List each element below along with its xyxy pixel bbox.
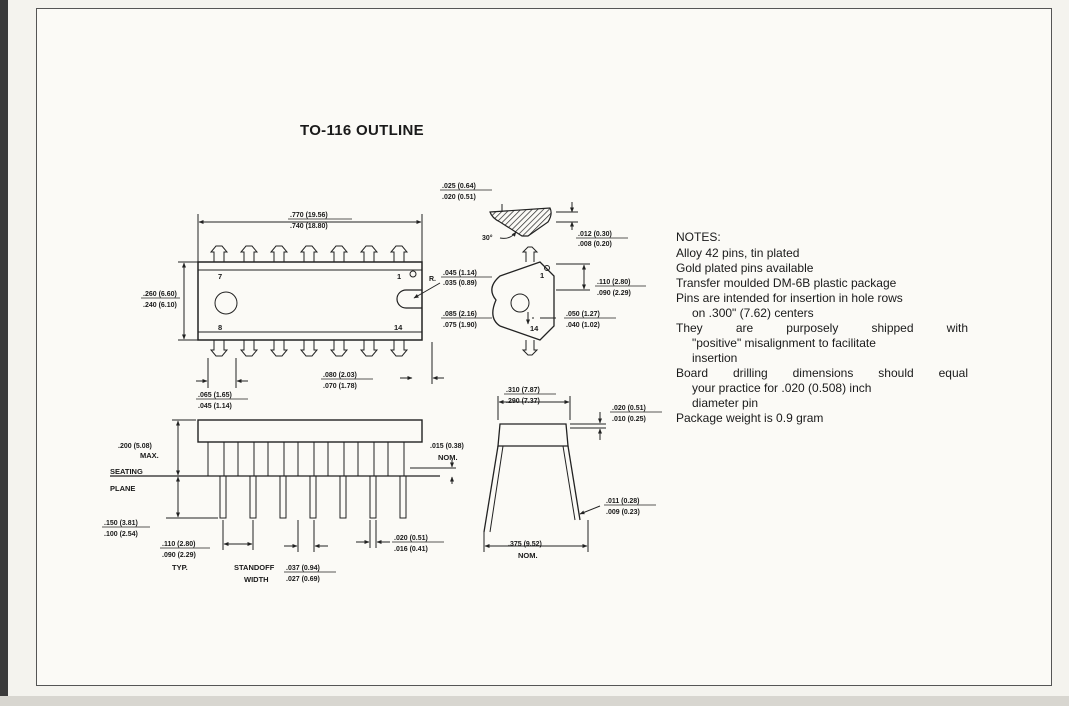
side-leads <box>204 441 407 519</box>
side-view <box>110 419 456 552</box>
dim-lead-150: .150 (3.81) <box>104 520 138 527</box>
radius-label: R. <box>429 276 436 283</box>
dim-standoff-015: .015 (0.38) <box>430 443 464 450</box>
dim-lead-100: .100 (2.54) <box>104 531 138 538</box>
dim-end-375: .375 (9.52) <box>508 541 542 548</box>
plane-label: PLANE <box>110 484 135 493</box>
page-bottom-shadow <box>0 696 1069 706</box>
dim-end-070: .070 (1.78) <box>323 383 357 390</box>
note-line: Package weight is 0.9 gram <box>676 411 824 425</box>
note-line: "positive" misalignment to facilitate <box>692 336 876 350</box>
note-line: Pins are intended for insertion in hole … <box>676 291 903 305</box>
note-line: diameter pin <box>692 396 759 410</box>
dim-pitch-110: .110 (2.80) <box>162 541 195 548</box>
dim-end-009: .009 (0.23) <box>606 509 640 516</box>
dim-085: .085 (2.16) <box>443 311 477 318</box>
dim-008: .008 (0.20) <box>578 241 612 248</box>
drawing-title: TO-116 OUTLINE <box>300 122 424 139</box>
bottom-pins <box>209 340 409 357</box>
dim-lw-016: .016 (0.41) <box>394 546 428 553</box>
page-edge-shadow <box>0 0 8 706</box>
note-line: Transfer moulded DM-6B plastic package <box>676 276 897 290</box>
dim-end-080: .080 (2.03) <box>323 372 357 379</box>
end-pin-1-label: 1 <box>540 271 544 280</box>
end-view-bottom <box>483 396 606 552</box>
note-line: Board drilling dimensions should equal <box>676 366 968 380</box>
dim-ew-290: .290 (7.37) <box>506 398 540 405</box>
end-view-top <box>491 246 590 356</box>
dim-pitch-090: .090 (2.29) <box>162 552 196 559</box>
pin1-dot <box>409 270 417 278</box>
dim-sw-037: .037 (0.94) <box>286 565 320 572</box>
pin-8-label: 8 <box>218 323 222 332</box>
note-line: on .300" (7.62) centers <box>692 306 814 320</box>
dim-pin-065: .065 (1.65) <box>198 392 232 399</box>
pin-7-label: 7 <box>218 272 222 281</box>
top-view-body <box>197 261 423 341</box>
drawing-frame <box>36 8 1052 686</box>
dim-040: .040 (1.02) <box>566 322 600 329</box>
dim-110: .110 (2.80) <box>597 279 630 286</box>
dim-pin-045: .045 (1.14) <box>198 403 232 410</box>
dim-012: .012 (0.30) <box>578 231 612 238</box>
top-view <box>178 214 444 388</box>
dim-width-max: .260 (6.60) <box>143 291 177 298</box>
typ-label: TYP. <box>172 563 188 572</box>
index-dimple <box>214 291 238 315</box>
notes-heading: NOTES: <box>676 230 721 244</box>
dim-width-min: .240 (6.10) <box>143 302 177 309</box>
dim-lw-020: .020 (0.51) <box>394 535 428 542</box>
note-line: insertion <box>692 351 738 365</box>
dim-075: .075 (1.90) <box>443 322 477 329</box>
width-label: WIDTH <box>244 575 269 584</box>
dim-050: .050 (1.27) <box>566 311 600 318</box>
seating-label: SEATING <box>110 467 143 476</box>
end-nom-label: NOM. <box>518 551 538 560</box>
dim-090: .090 (2.29) <box>597 290 631 297</box>
dim-radius-min: .035 (0.89) <box>443 280 477 287</box>
nom-label: NOM. <box>438 453 458 462</box>
dim-length-max: .770 (19.56) <box>290 212 328 219</box>
dim-height-200: .200 (5.08) <box>118 443 152 450</box>
top-pins <box>209 245 409 262</box>
standoff-label: STANDOFF <box>234 563 275 572</box>
lead-section <box>489 202 578 239</box>
note-line: your practice for .020 (0.508) inch <box>692 381 872 395</box>
note-line: They are purposely shipped with <box>676 321 968 335</box>
notes-block: NOTES: Alloy 42 pins, tin plated Gold pl… <box>676 230 968 426</box>
note-line: Gold plated pins available <box>676 261 814 275</box>
dim-length-min: .740 (18.80) <box>290 223 328 230</box>
note-line: Alloy 42 pins, tin plated <box>676 246 800 260</box>
pin-1-label: 1 <box>397 272 401 281</box>
dim-thickness-min: .020 (0.51) <box>442 194 476 201</box>
dim-radius-max: .045 (1.14) <box>443 270 477 277</box>
end-notch <box>396 289 422 309</box>
dim-end-011: .011 (0.28) <box>606 498 639 505</box>
dim-end-010: .010 (0.25) <box>612 416 646 423</box>
dim-ew-310: .310 (7.87) <box>506 387 540 394</box>
dim-end-020: .020 (0.51) <box>612 405 646 412</box>
dim-sw-027: .027 (0.69) <box>286 576 320 583</box>
pin-14-label: 14 <box>394 323 403 332</box>
angle-label: 30° <box>482 234 493 242</box>
max-label: MAX. <box>140 451 159 460</box>
end-pin-14-label: 14 <box>530 324 539 333</box>
dim-thickness-max: .025 (0.64) <box>442 183 476 190</box>
